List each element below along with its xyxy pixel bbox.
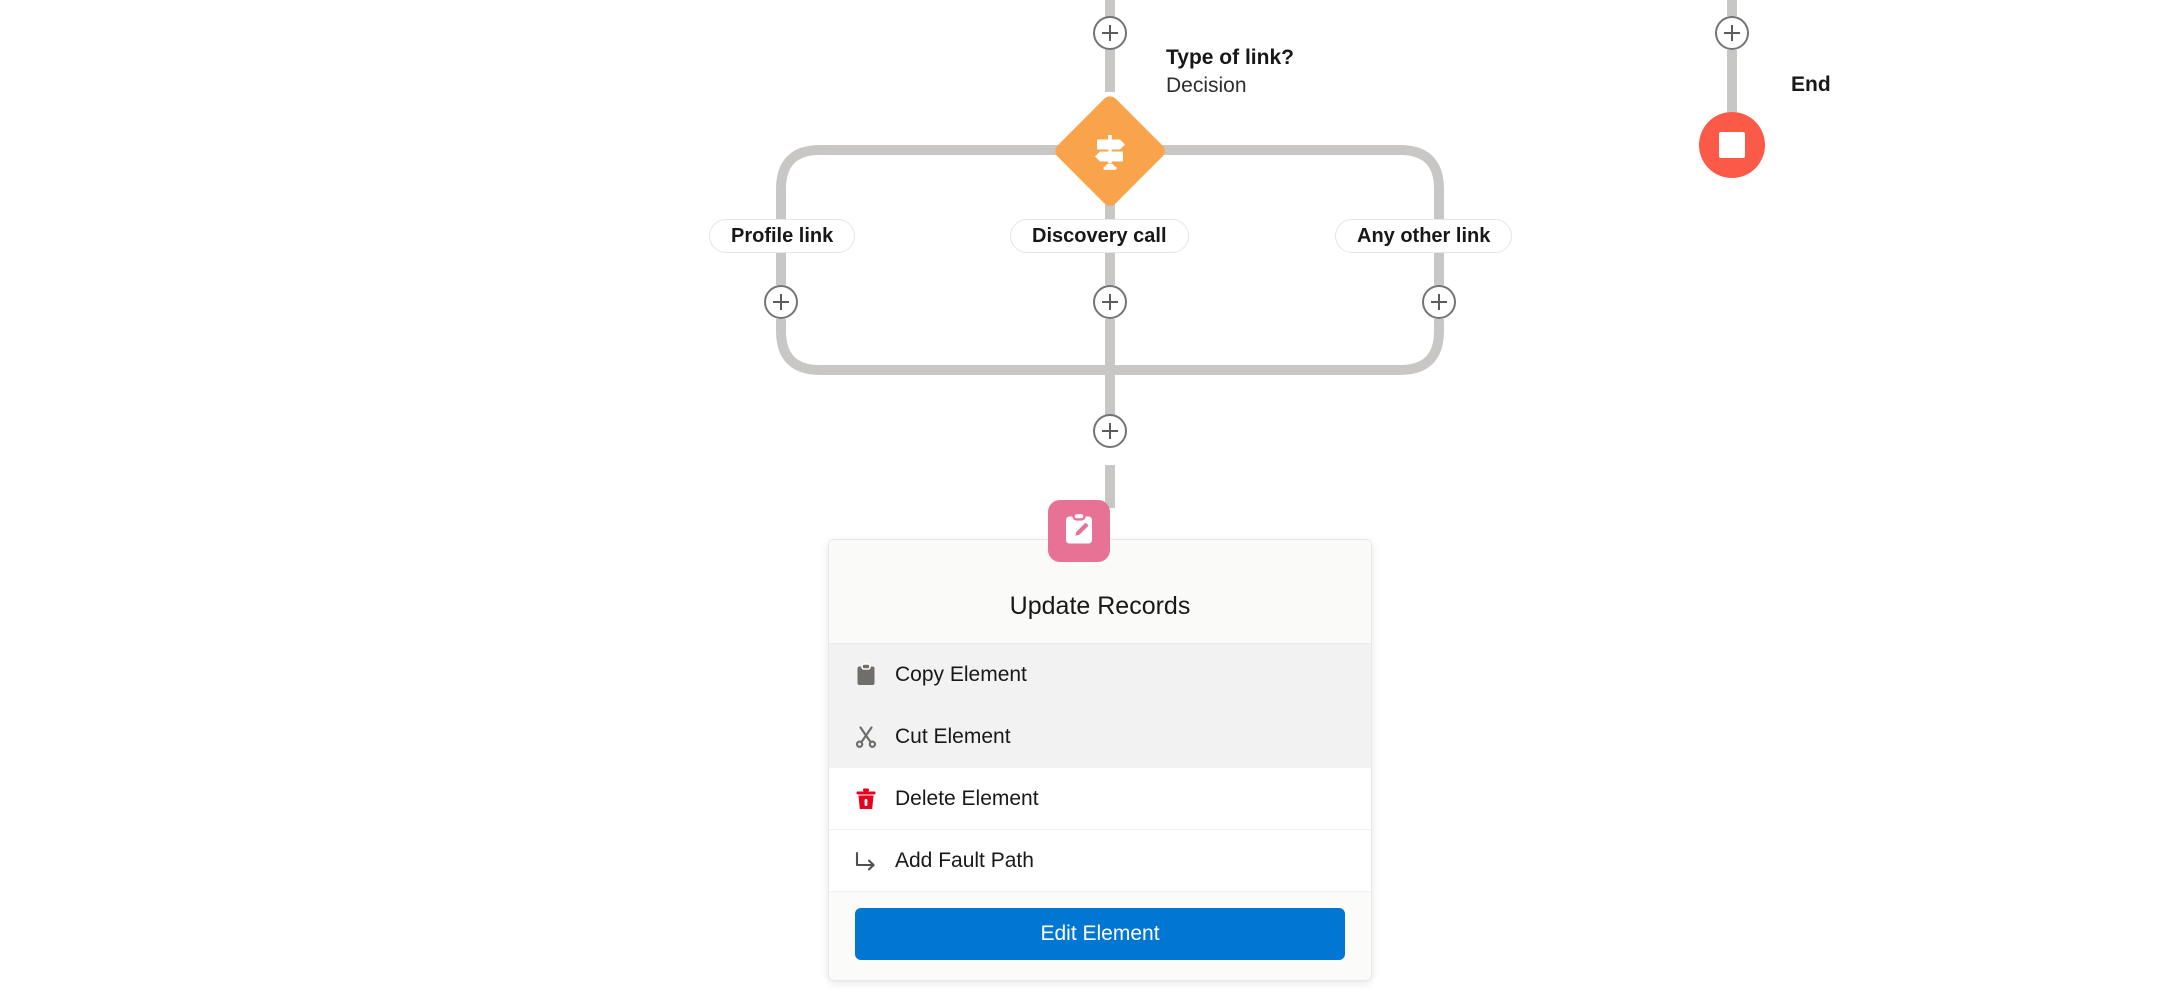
context-menu-footer: Edit Element [829,892,1371,980]
branch-label-text: Discovery call [1032,224,1167,247]
signpost-icon [1069,110,1151,192]
menu-item-label: Copy Element [895,662,1027,686]
menu-item-copy-element[interactable]: Copy Element [829,644,1371,706]
add-element-after-merge-button[interactable] [1093,414,1127,448]
branch-label-text: Any other link [1357,224,1491,247]
menu-item-label: Add Fault Path [895,848,1034,872]
update-records-element-node[interactable] [1048,500,1110,562]
add-element-before-end-button[interactable] [1715,16,1749,50]
branch-label-discovery-call[interactable]: Discovery call [1010,219,1189,253]
branch-label-profile-link[interactable]: Profile link [709,219,856,253]
branch-label-text: Profile link [731,224,834,247]
trash-icon [849,787,883,811]
decision-subtitle: Decision [1166,73,1247,97]
clipboard-pencil-icon [1061,511,1097,552]
add-element-branch-profile-link-button[interactable] [764,285,798,319]
arrow-turn-down-right-icon [849,848,883,874]
edit-element-button[interactable]: Edit Element [855,908,1345,960]
context-menu-element-name: Update Records [1009,592,1191,620]
decision-node-label: Type of link? Decision [1166,44,1294,99]
add-element-branch-discovery-call-button[interactable] [1093,285,1127,319]
element-context-menu[interactable]: Update Records Copy Element Cut Elem [828,539,1372,981]
menu-item-add-fault-path[interactable]: Add Fault Path [829,830,1371,892]
decision-title: Type of link? [1166,46,1294,69]
branch-label-any-other-link[interactable]: Any other link [1335,219,1513,253]
add-element-above-decision-button[interactable] [1093,16,1127,50]
menu-item-cut-element[interactable]: Cut Element [829,706,1371,768]
end-node-label: End [1791,73,1831,96]
stop-square-icon [1719,132,1745,158]
clipboard-icon [849,662,883,687]
end-node[interactable] [1699,112,1765,178]
scissors-icon [849,725,883,749]
decision-node-type-of-link[interactable] [1052,93,1168,209]
menu-item-delete-element[interactable]: Delete Element [829,768,1371,830]
menu-item-label: Cut Element [895,724,1011,748]
menu-item-label: Delete Element [895,786,1039,810]
add-element-branch-any-other-link-button[interactable] [1422,285,1456,319]
